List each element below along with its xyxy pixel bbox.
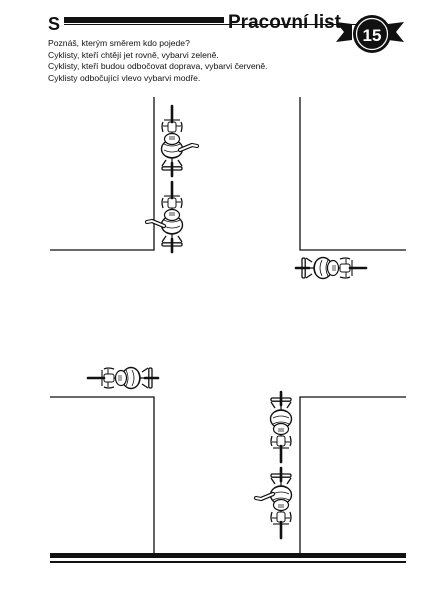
header-rule-thin <box>64 24 376 25</box>
cyclist-1 <box>160 104 198 178</box>
cyclist-2 <box>147 180 184 254</box>
cyclist-3 <box>294 256 368 280</box>
instruction-right-red: Cyklisty, kteří budou odbočovat doprava,… <box>48 61 268 72</box>
cyclist-5 <box>269 390 293 464</box>
kerb-south-east <box>299 396 406 555</box>
cyclist-6 <box>256 466 293 540</box>
worksheet-header: S Pracovní list 15 <box>0 0 424 53</box>
instruction-left-blue: Cyklisty odbočující vlevo vybarvi modře. <box>48 72 201 83</box>
worksheet-number-badge <box>336 15 404 53</box>
kerb-north-west <box>50 97 155 251</box>
road-edges <box>50 97 406 555</box>
instruction-question: Poznáš, kterým směrem kdo pojede? <box>48 38 190 48</box>
header-rule-thick <box>64 17 224 23</box>
instructions: Poznáš, kterým směrem kdo pojede? Cyklis… <box>48 38 378 84</box>
cyclist-4 <box>86 366 160 390</box>
pavement-band <box>50 553 406 563</box>
kerb-north-east <box>299 97 406 251</box>
section-letter: S <box>48 14 61 34</box>
kerb-south-west <box>50 396 155 555</box>
worksheet-title: Pracovní list <box>228 12 341 33</box>
instruction-straight-green: Cyklisty, kteří chtějí jet rovně, vybarv… <box>48 49 219 60</box>
worksheet-number: 15 <box>362 26 382 45</box>
